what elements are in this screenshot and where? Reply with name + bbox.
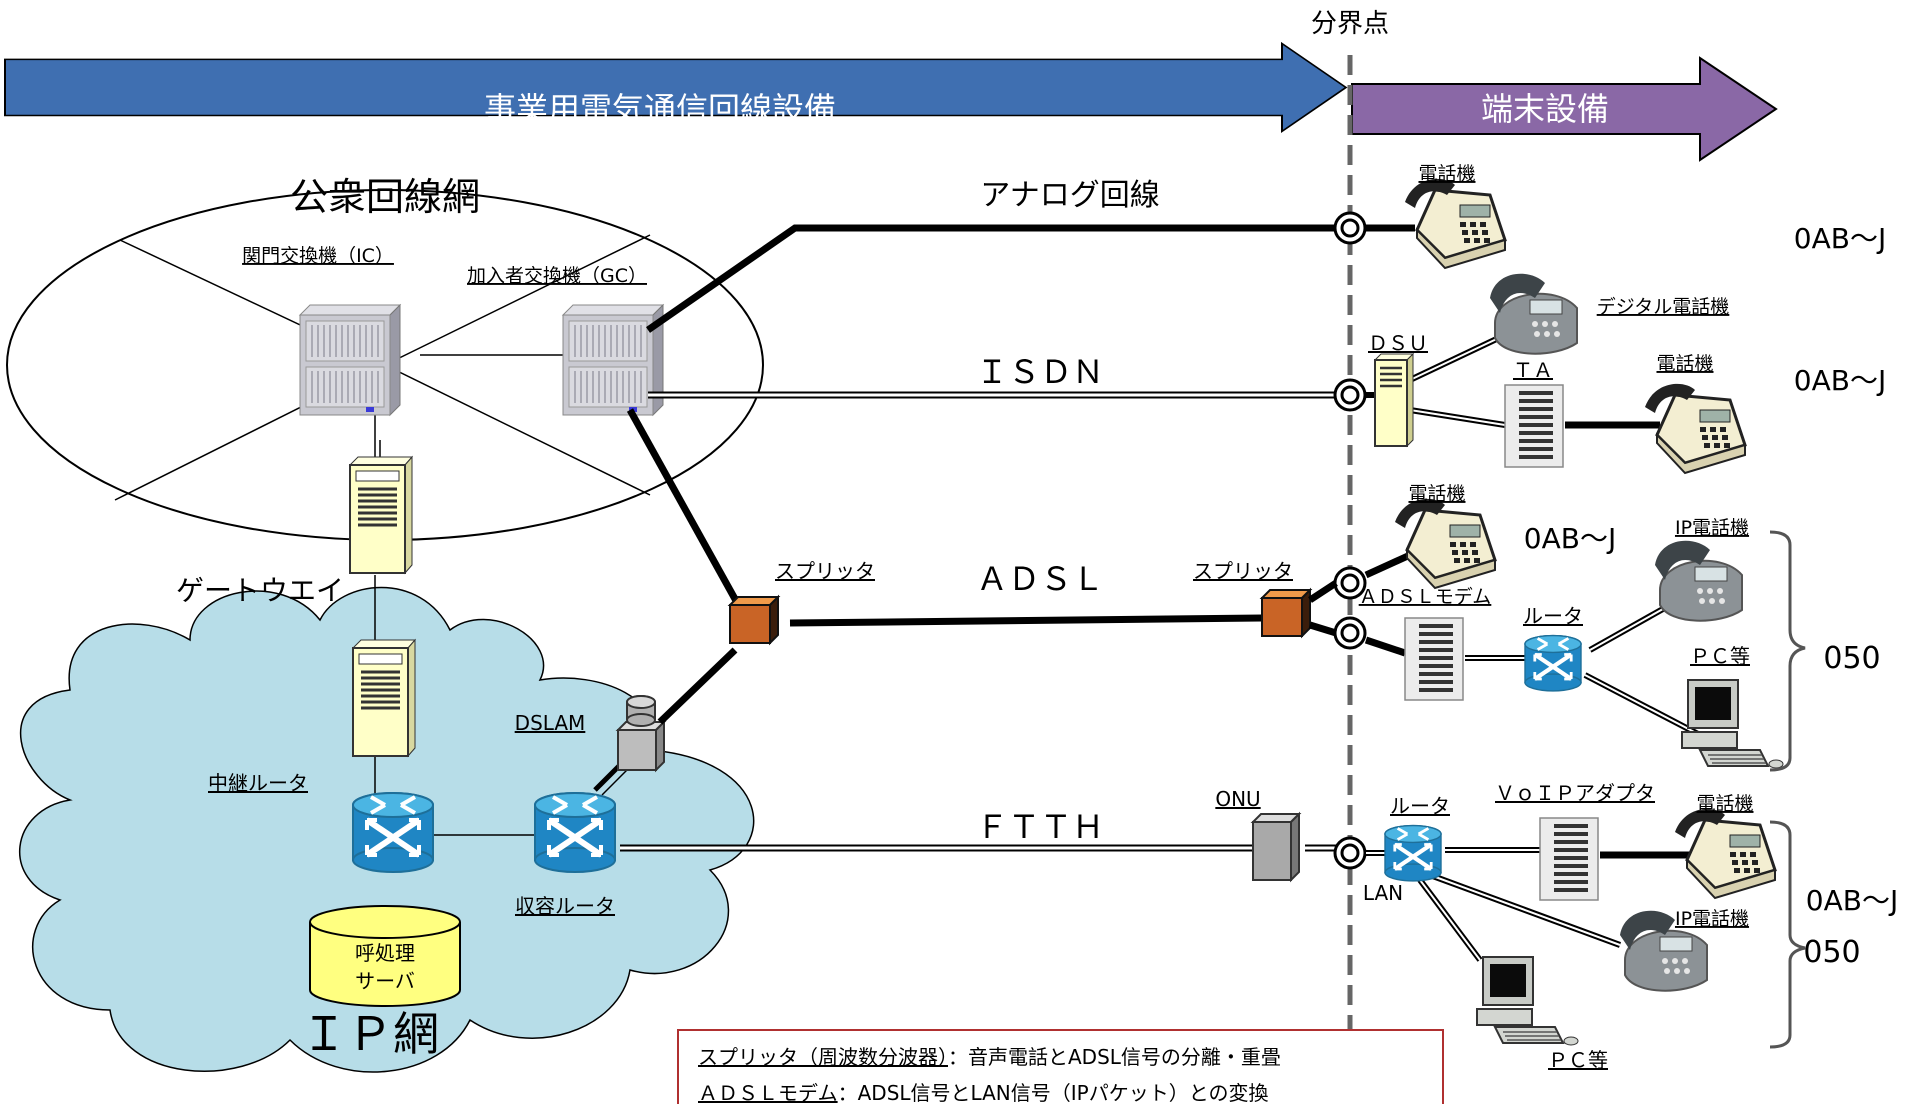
ftth-ip-number: 050 — [1803, 935, 1860, 970]
lan-label: LAN — [1363, 881, 1403, 905]
relay-server — [351, 638, 417, 758]
adsl-phone-label: 電話機 — [1408, 483, 1465, 505]
relay-router-icon — [353, 793, 433, 872]
adsl-pc-label: ＰＣ等 — [1690, 644, 1750, 668]
carrier-splitter-label: スプリッタ — [775, 559, 875, 583]
gateway-label: ゲートウエイ — [176, 574, 344, 607]
adsl-modem-label: ＡＤＳＬモデム — [1359, 586, 1492, 608]
ta-device — [1503, 383, 1565, 469]
carrier-splitter — [729, 596, 779, 644]
dsu-device — [1373, 352, 1415, 448]
jack-ftth — [1333, 836, 1367, 870]
ftth-line-label: ＦＴＴＨ — [976, 808, 1104, 846]
svg-text:スプリッタ（周波数分波器）：音声電話とADSL信号の分離・重: スプリッタ（周波数分波器）：音声電話とADSL信号の分離・重畳 — [698, 1045, 1281, 1069]
adsl-router-label: ルータ — [1523, 604, 1583, 628]
voip-adapter-label: ＶｏＩＰアダプタ — [1495, 781, 1655, 805]
adsl-modem — [1403, 616, 1465, 702]
adsl-ip-number: 050 — [1823, 641, 1880, 676]
analog-phone — [1403, 177, 1507, 270]
carrier-banner-label: 事業用電気通信回線設備 — [484, 90, 836, 128]
gateway-server — [348, 455, 414, 575]
demarcation-label: 分界点 — [1311, 9, 1389, 39]
jack-analog — [1333, 211, 1367, 245]
ftth-pc-label: ＰＣ等 — [1548, 1048, 1608, 1072]
adsl-ip-phone-label: IP電話機 — [1675, 517, 1749, 539]
adsl-ip-phone — [1654, 539, 1743, 622]
onu-device — [1250, 811, 1302, 883]
jack-isdn — [1333, 378, 1367, 412]
analog-phone-label: 電話機 — [1418, 163, 1475, 185]
edge-router-label: 収容ルータ — [515, 894, 615, 918]
edge-router-icon — [535, 793, 615, 872]
isdn-phone-label: 電話機 — [1656, 353, 1713, 375]
ip-network-title: ＩＰ網 — [301, 1007, 439, 1061]
ftth-pc — [1476, 956, 1579, 1046]
digital-phone-label: デジタル電話機 — [1597, 296, 1730, 318]
ftth-phone-label: 電話機 — [1696, 793, 1753, 815]
adsl-line-label: ＡＤＳＬ — [976, 560, 1104, 598]
adsl-phone — [1393, 497, 1497, 590]
analog-line-label: アナログ回線 — [980, 178, 1159, 213]
user-splitter-label: スプリッタ — [1193, 559, 1293, 583]
ic-exchange — [299, 304, 401, 416]
ftth-bracket — [1769, 820, 1806, 1049]
digital-phone — [1489, 272, 1578, 355]
voip-adapter — [1538, 816, 1600, 902]
ftth-router-label: ルータ — [1390, 794, 1450, 818]
dsu-label: ＤＳＵ — [1368, 331, 1428, 355]
call-server-label-1: 呼処理 — [355, 941, 415, 965]
relay-router-label: 中継ルータ — [208, 771, 308, 795]
jack-adsl-data — [1333, 616, 1367, 650]
terminal-banner: 端末設備 — [1351, 56, 1778, 162]
call-processing-server: 呼処理 サーバ — [309, 905, 461, 1007]
isdn-line-label: ＩＳＤＮ — [976, 353, 1104, 391]
ic-label: 関門交換機（IC） — [242, 245, 394, 267]
isdn-number: 0AB～J — [1794, 364, 1886, 397]
public-network-title: 公衆回線網 — [290, 175, 480, 219]
ftth-ip-phone-label: IP電話機 — [1675, 908, 1749, 930]
adsl-pc — [1681, 679, 1784, 769]
note-splitter-term: スプリッタ（周波数分波器） — [698, 1045, 948, 1069]
adsl-phone-number: 0AB～J — [1524, 522, 1616, 555]
call-server-label-2: サーバ — [355, 969, 415, 993]
analog-number: 0AB～J — [1794, 222, 1886, 255]
isdn-phone — [1643, 382, 1747, 475]
note-modem-desc: ：ADSL信号とLAN信号（IPパケット）との変換 — [838, 1081, 1269, 1104]
adsl-bracket — [1769, 530, 1806, 772]
note-splitter-desc: ：音声電話とADSL信号の分離・重畳 — [948, 1045, 1281, 1069]
gc-label: 加入者交換機（GC） — [467, 265, 647, 287]
user-splitter — [1261, 589, 1311, 637]
dslam-icon — [615, 695, 667, 773]
dslam-label: DSLAM — [515, 711, 586, 735]
ftth-phone-number: 0AB～J — [1806, 884, 1898, 917]
note-modem-term: ＡＤＳＬモデム — [698, 1081, 838, 1104]
svg-text:ＡＤＳＬモデム：ADSL信号とLAN信号（IPパケット）との: ＡＤＳＬモデム：ADSL信号とLAN信号（IPパケット）との変換 — [698, 1081, 1269, 1104]
ta-label: ＴＡ — [1513, 358, 1553, 382]
adsl-router — [1525, 636, 1581, 691]
ftth-router — [1385, 826, 1441, 881]
terminal-banner-label: 端末設備 — [1481, 90, 1609, 128]
ftth-phone — [1673, 807, 1777, 900]
carrier-banner: 事業用電気通信回線設備 — [4, 41, 1348, 134]
notes-box: スプリッタ（周波数分波器）：音声電話とADSL信号の分離・重畳 ＡＤＳＬモデム：… — [677, 1029, 1444, 1104]
onu-label: ONU — [1215, 787, 1260, 811]
